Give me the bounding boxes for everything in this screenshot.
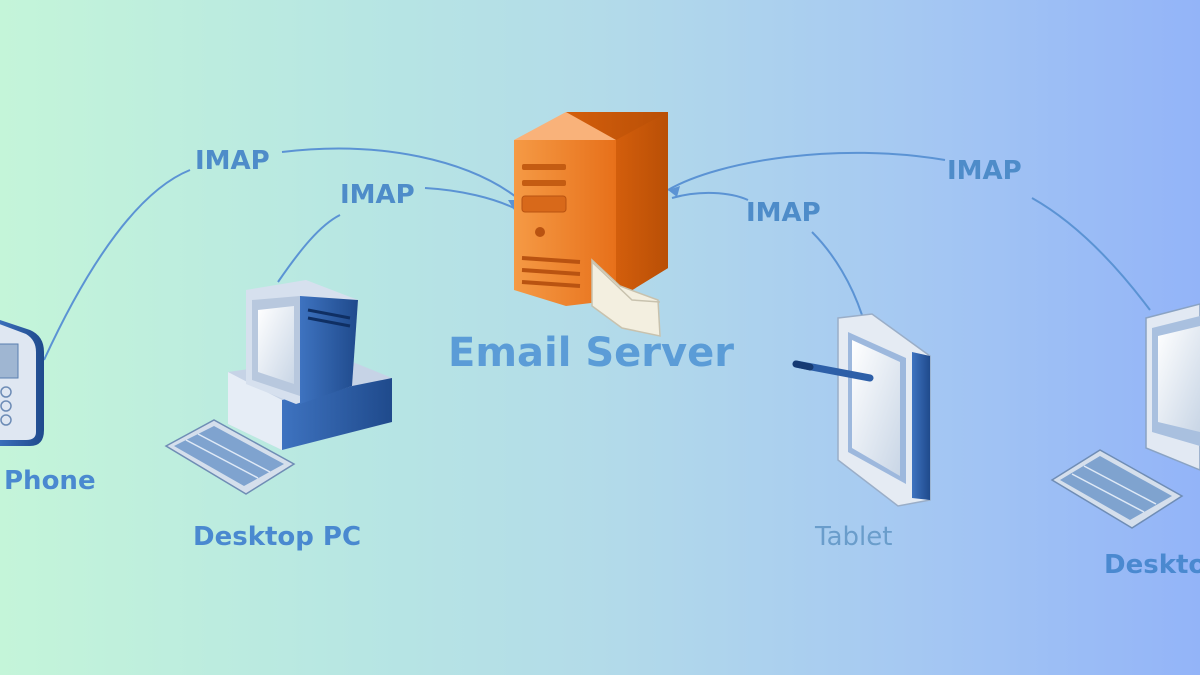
imap-label-desktop-pc: IMAP [340,180,415,210]
link-desktop-right [667,151,1151,311]
connection-lines [43,147,1151,361]
link-tablet [671,191,863,316]
stylus-icon [792,360,874,382]
link-desktop-pc [277,187,519,283]
link-phone [43,147,521,361]
arrowhead-server-right [668,186,680,197]
monitor-icon [1145,303,1200,471]
keyboard-icon [164,419,296,495]
imap-label-tablet: IMAP [746,198,821,228]
phone-icon [0,320,44,446]
keyboard-icon [1050,449,1184,529]
imap-label-desktop-right: IMAP [947,156,1022,186]
device-label-tablet: Tablet [815,522,893,552]
device-label-desktop-right: Deskto [1104,550,1200,580]
imap-label-phone: IMAP [195,146,270,176]
tablet-icon [837,313,931,507]
device-label-desktop-pc: Desktop PC [193,522,362,552]
server-icon [514,112,668,306]
envelope-icon [591,258,661,337]
device-label-phone: Phone [4,466,96,496]
desktop-pc-icon [228,280,392,450]
server-label: Email Server [448,330,734,376]
